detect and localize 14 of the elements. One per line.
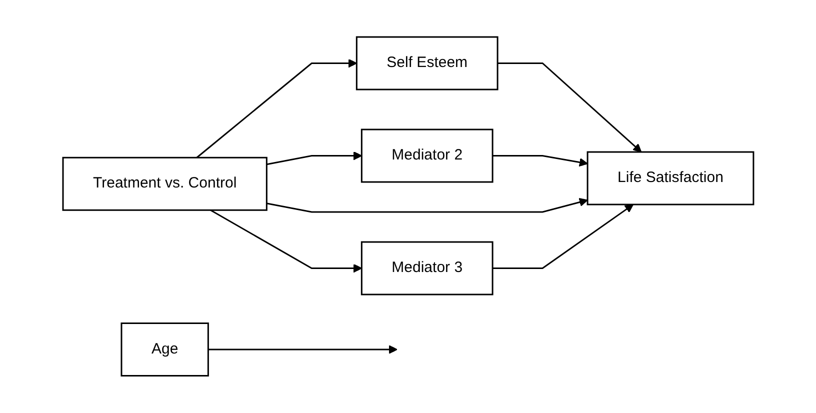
node-box: Life Satisfaction	[586, 151, 754, 206]
arrow	[208, 345, 398, 354]
arrow	[266, 151, 362, 166]
arrow	[497, 62, 642, 153]
arrow	[210, 210, 362, 273]
arrow	[196, 58, 357, 158]
node-box: Mediator 2	[360, 128, 494, 183]
node-box: Self Esteem	[356, 36, 498, 90]
node-box: Treatment vs. Control	[62, 157, 268, 211]
arrow	[492, 204, 634, 270]
node-box: Mediator 3	[360, 241, 494, 296]
arrow	[266, 198, 588, 213]
arrow	[492, 155, 588, 167]
node-box: Age	[120, 322, 209, 377]
